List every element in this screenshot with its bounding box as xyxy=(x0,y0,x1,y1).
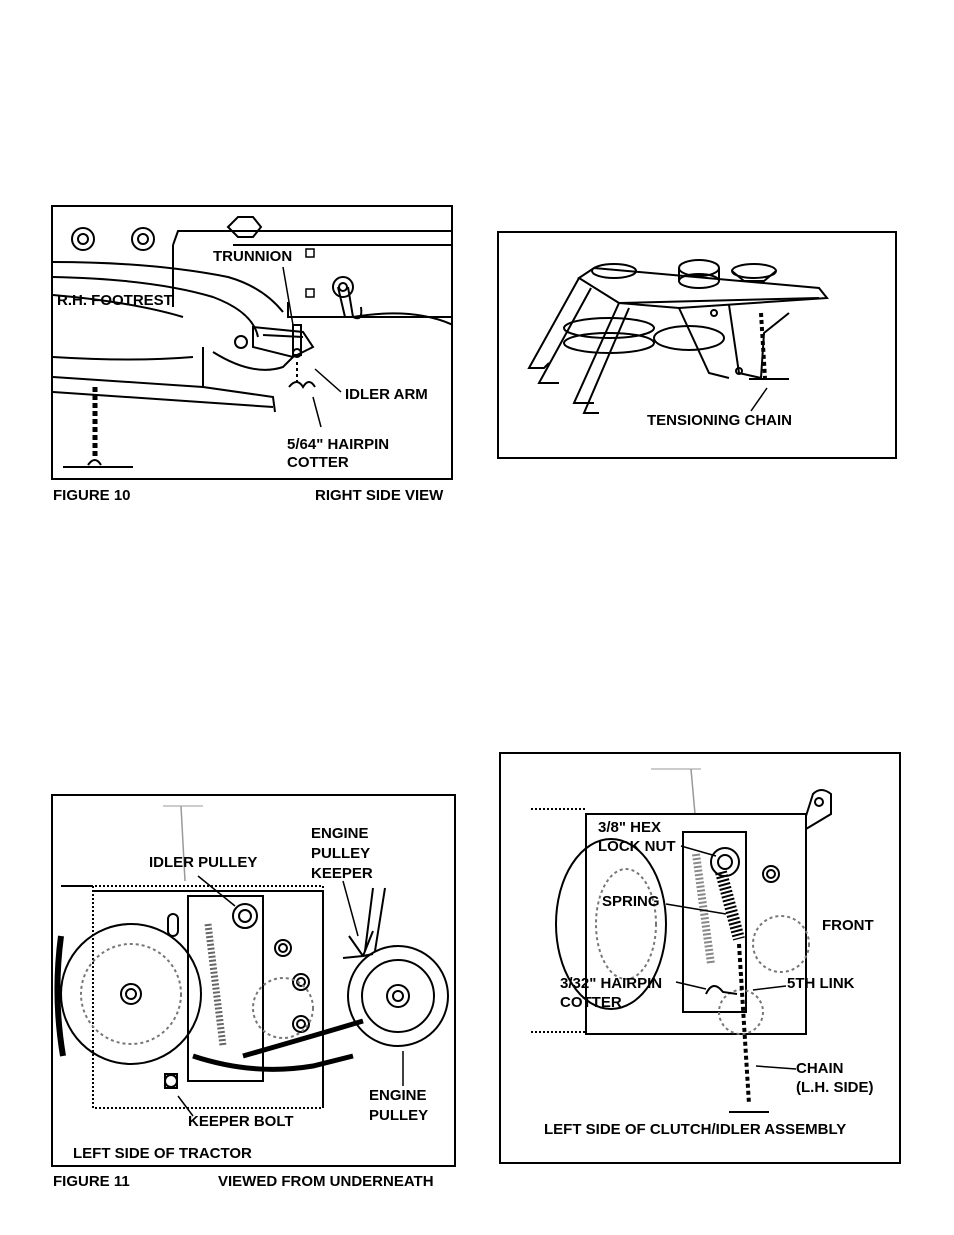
hex-lock-nut-label-1: 3/8" HEX xyxy=(598,819,661,836)
figure-11-panel: IDLER PULLEY ENGINE PULLEY KEEPER ENGINE… xyxy=(51,794,456,1167)
figure-10-panel: TRUNNION R.H. FOOTREST IDLER ARM 5/64" H… xyxy=(51,205,453,480)
hairpin-cotter-label-1: 3/32" HAIRPIN xyxy=(560,975,663,992)
engine-pulley-keeper-label-1: ENGINE xyxy=(311,825,369,842)
chain-label-1: CHAIN xyxy=(796,1060,844,1077)
tensioning-chain-panel: TENSIONING CHAIN xyxy=(497,231,897,459)
tensioning-chain-drawing xyxy=(527,259,829,414)
engine-pulley-label-1: ENGINE xyxy=(369,1087,427,1104)
assembly-label: LEFT SIDE OF CLUTCH/IDLER ASSEMBLY xyxy=(544,1121,847,1138)
engine-pulley-label-2: PULLEY xyxy=(369,1107,429,1124)
figure-10-drawing xyxy=(53,216,451,468)
engine-pulley-keeper-label-3: KEEPER xyxy=(311,865,373,882)
hairpin-cotter-label-2: COTTER xyxy=(560,994,622,1011)
keeper-bolt-label: KEEPER BOLT xyxy=(188,1113,294,1130)
idler-arm-label: IDLER ARM xyxy=(345,386,428,403)
figure-10-view-caption: RIGHT SIDE VIEW xyxy=(315,487,444,504)
engine-pulley-keeper-label-2: PULLEY xyxy=(311,845,371,862)
left-side-tractor-label: LEFT SIDE OF TRACTOR xyxy=(73,1145,252,1162)
hairpin-label-line1: 5/64" HAIRPIN xyxy=(287,436,390,453)
clutch-idler-drawing xyxy=(531,768,832,1113)
tensioning-chain-label: TENSIONING CHAIN xyxy=(647,412,793,429)
fifth-link-label: 5TH LINK xyxy=(787,975,855,992)
figure-11-view-caption: VIEWED FROM UNDERNEATH xyxy=(218,1173,434,1190)
hairpin-label-line2: COTTER xyxy=(287,454,349,471)
idler-pulley-label: IDLER PULLEY xyxy=(149,854,258,871)
figure-10-caption: FIGURE 10 xyxy=(53,487,131,504)
footrest-label: R.H. FOOTREST xyxy=(57,292,173,309)
chain-label-2: (L.H. SIDE) xyxy=(796,1079,874,1096)
front-label: FRONT xyxy=(822,917,874,934)
trunnion-label: TRUNNION xyxy=(213,248,293,265)
clutch-idler-panel: 3/8" HEX LOCK NUT SPRING FRONT 3/32" HAI… xyxy=(499,752,901,1164)
hex-lock-nut-label-2: LOCK NUT xyxy=(598,838,676,855)
figure-11-caption: FIGURE 11 xyxy=(53,1173,130,1190)
figure-11-drawing xyxy=(54,805,449,1117)
spring-label: SPRING xyxy=(602,893,660,910)
